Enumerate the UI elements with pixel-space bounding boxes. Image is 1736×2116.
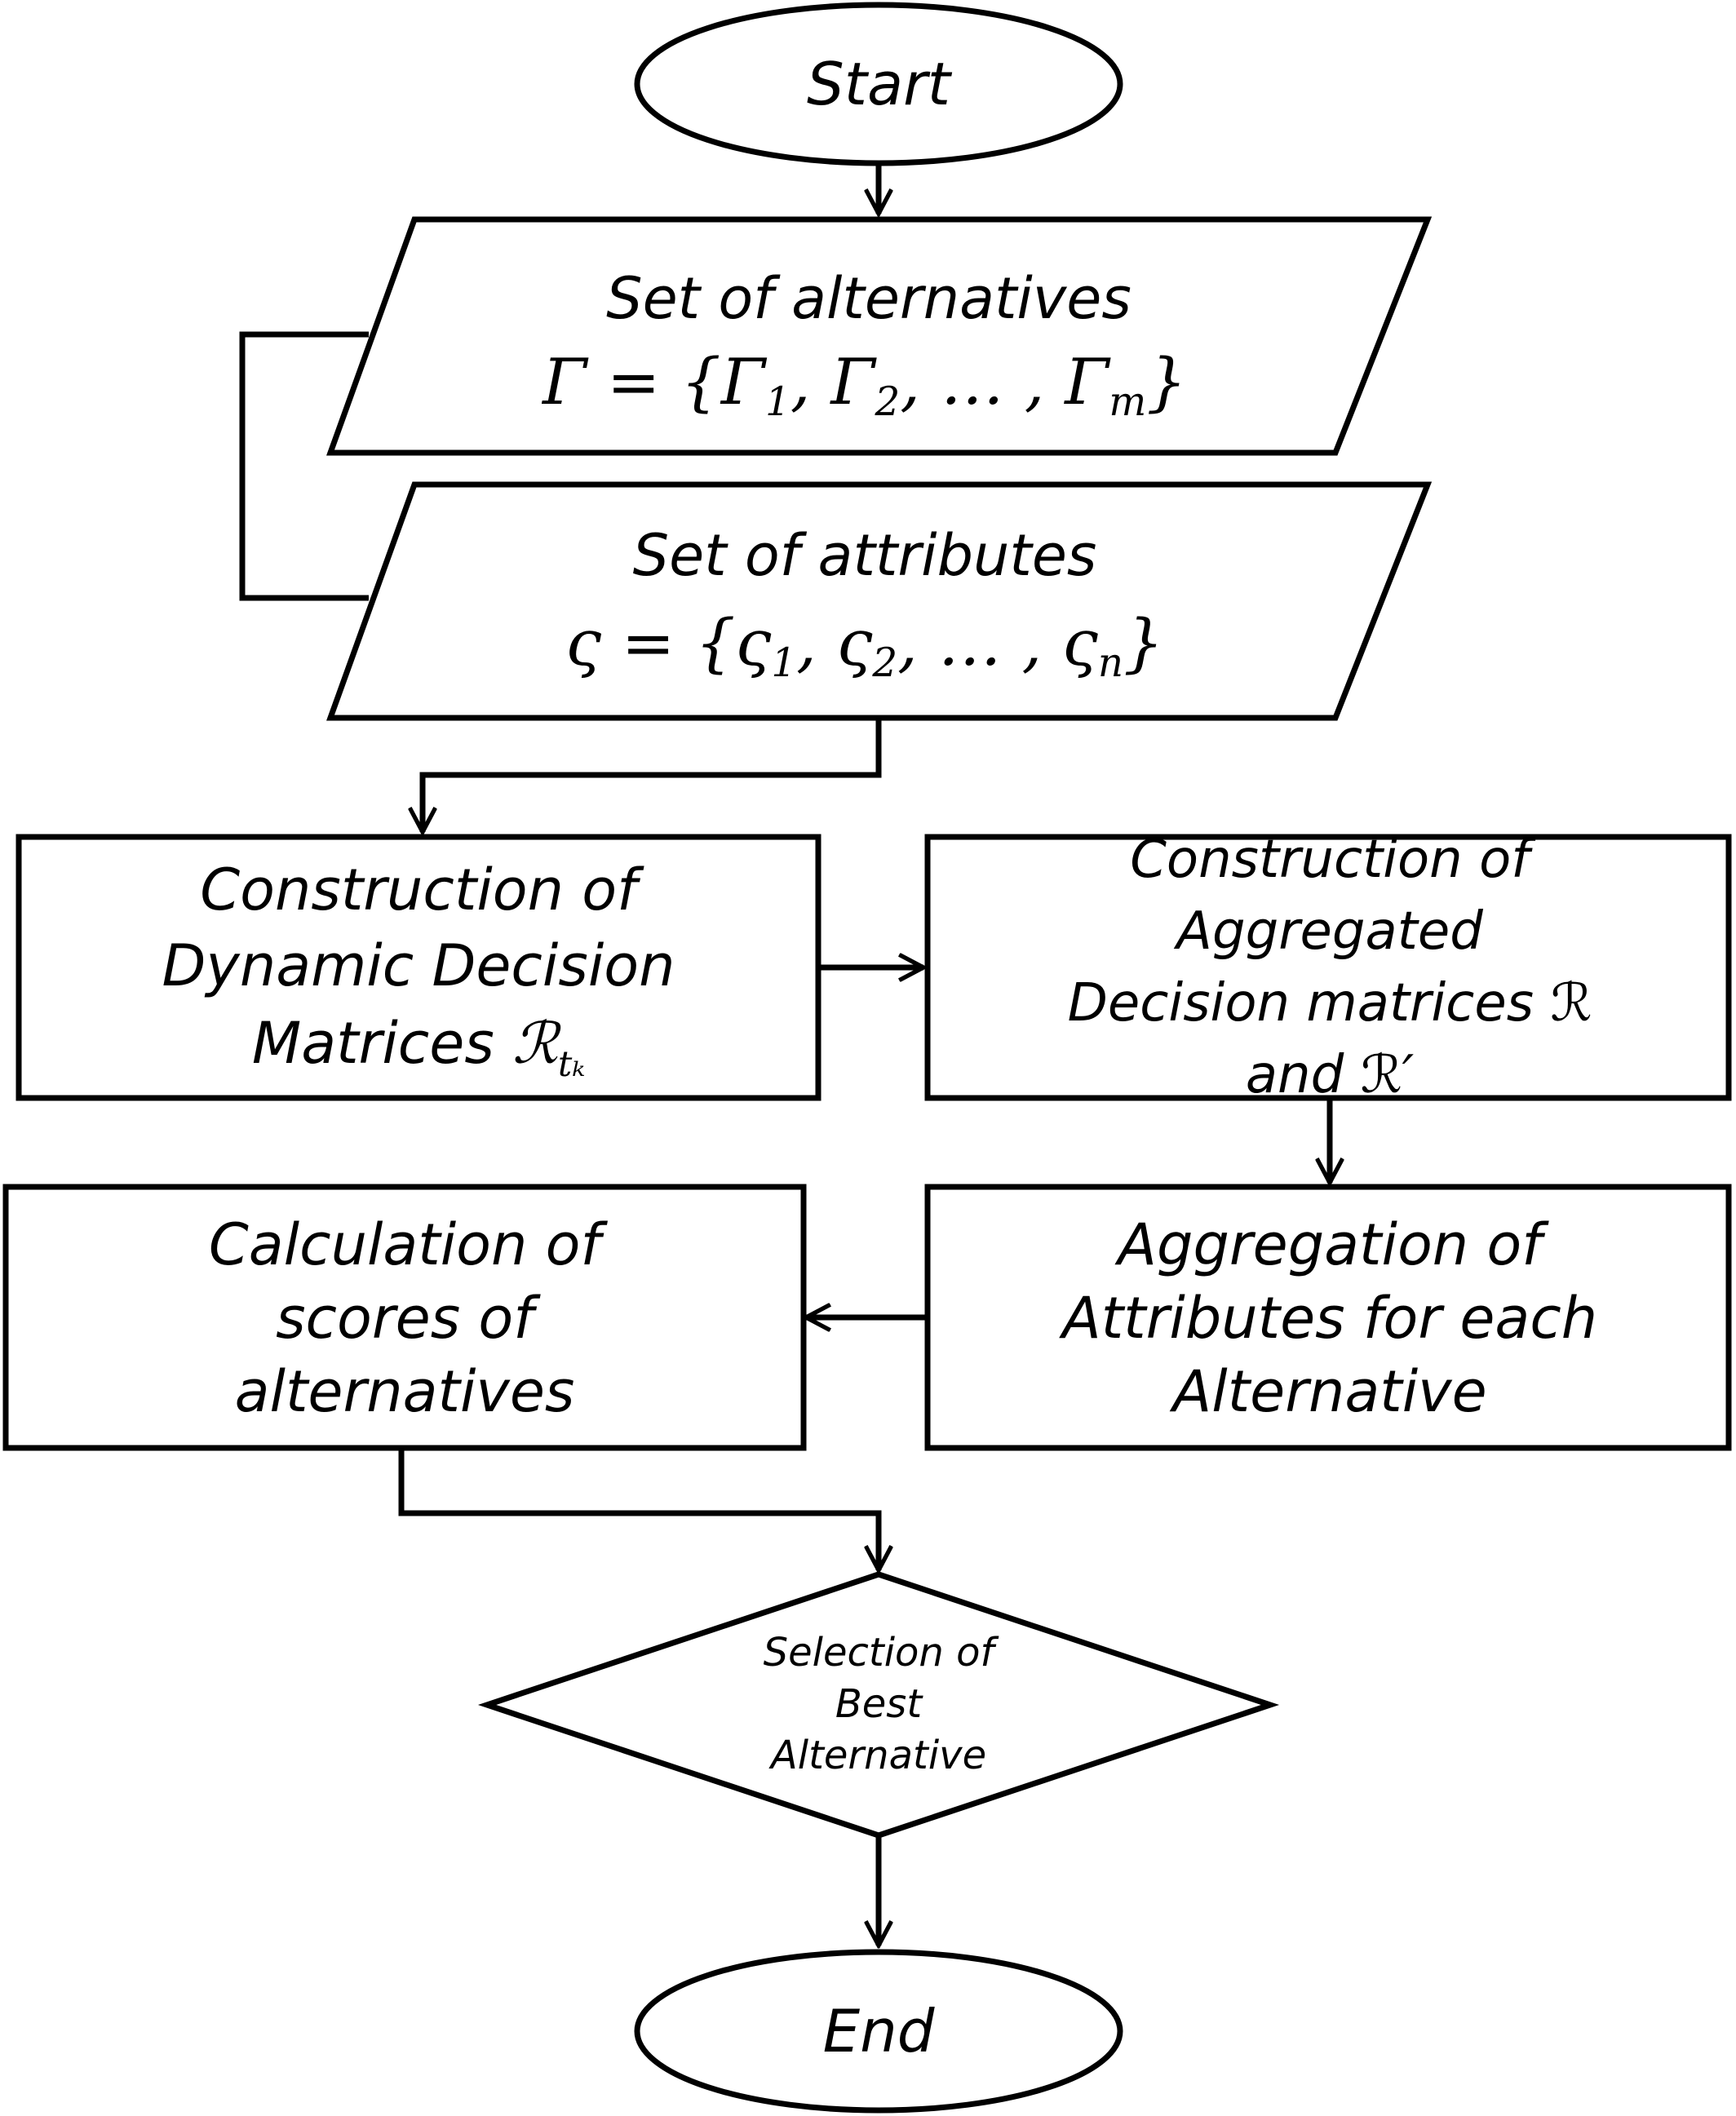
dynamic-line3: Matrices ℛtₖ: [252, 1010, 585, 1085]
att-e2: ς: [837, 607, 873, 680]
selection-line1: Selection of: [764, 1630, 999, 1676]
alt-s1: 1: [765, 379, 790, 425]
alt-e1: Γ: [720, 346, 768, 419]
selection-node: Selection of Best Alternative: [477, 1571, 1280, 1839]
arrow-attributes-to-dynamic: [423, 719, 882, 832]
start-node: Start: [634, 2, 1123, 166]
att-close: }: [1123, 607, 1164, 680]
alternatives-set-formula: Γ = {Γ1, Γ2, … , Γm}: [541, 346, 1187, 425]
att-e1: ς: [736, 607, 772, 680]
attributes-set-formula: ς = {ς1, ς2, … , ςn}: [565, 607, 1163, 686]
scores-line1: Calculation of: [209, 1211, 609, 1278]
alternatives-node: Set of alternatives Γ = {Γ1, Γ2, … , Γm}: [326, 216, 1433, 456]
alt-sep2: , … ,: [900, 346, 1065, 419]
aggregation-line3: Alternative: [1169, 1358, 1486, 1425]
att-sym: ς: [565, 607, 601, 680]
end-node: End: [634, 1949, 1123, 2114]
aggregation-line1: Aggregation of: [1114, 1211, 1549, 1278]
start-label: Start: [807, 50, 953, 118]
connectors: [239, 163, 1330, 1946]
att-sep2: , … ,: [897, 607, 1062, 680]
scores-line2: scores of: [276, 1285, 541, 1352]
att-sep1: ,: [796, 607, 837, 680]
scores-node: Calculation of scores of alternatives: [2, 1184, 807, 1451]
alt-s3: m: [1109, 379, 1146, 425]
att-eq: = {: [601, 607, 736, 680]
aggregated-matrices-node: Construction of Aggregated Decision matr…: [924, 830, 1732, 1105]
alt-e3: Γ: [1063, 346, 1111, 419]
alt-e2: Γ: [829, 346, 877, 419]
dynamic-line1: Construction of: [200, 857, 644, 923]
bracket-alternatives-attributes: [239, 331, 369, 601]
dynamic-matrices-node: Construction of Dynamic Decision Matrice…: [16, 834, 822, 1101]
alt-sym: Γ: [541, 346, 589, 419]
end-label: End: [823, 1997, 936, 2065]
selection-line3: Alternative: [768, 1733, 986, 1778]
attributes-node: Set of attributes ς = {ς1, ς2, … , ςn}: [326, 481, 1433, 721]
att-s1: 1: [771, 640, 796, 686]
attributes-title: Set of attributes: [633, 522, 1097, 589]
arrow-scores-to-selection: [398, 1450, 879, 1570]
aggregated-line2: Aggregated: [1173, 901, 1483, 962]
att-e3: ς: [1062, 607, 1098, 680]
att-s3: n: [1098, 640, 1123, 686]
alt-close: }: [1146, 346, 1187, 419]
dynamic-line2: Dynamic Decision: [162, 932, 675, 999]
dynamic-line3-text: Matrices: [252, 1010, 512, 1077]
alternatives-title: Set of alternatives: [606, 265, 1132, 332]
aggregated-line3: Decision matrices ℛ: [1068, 973, 1592, 1034]
aggregation-node: Aggregation of Attributes for each Alter…: [924, 1184, 1732, 1451]
att-s2: 2: [871, 640, 897, 686]
aggregated-line4: and ℛ′: [1246, 1045, 1415, 1105]
selection-line2: Best: [835, 1681, 923, 1727]
dynamic-math-sub: tₖ: [558, 1044, 585, 1085]
aggregation-line2: Attributes for each: [1059, 1285, 1597, 1352]
alt-eq: = {: [587, 346, 721, 419]
scores-line3: alternatives: [235, 1358, 575, 1425]
alt-s2: 2: [874, 379, 900, 425]
alt-sep1: ,: [790, 346, 831, 419]
dynamic-math-sym: ℛ: [512, 1010, 561, 1077]
aggregated-line1: Construction of: [1130, 830, 1536, 890]
